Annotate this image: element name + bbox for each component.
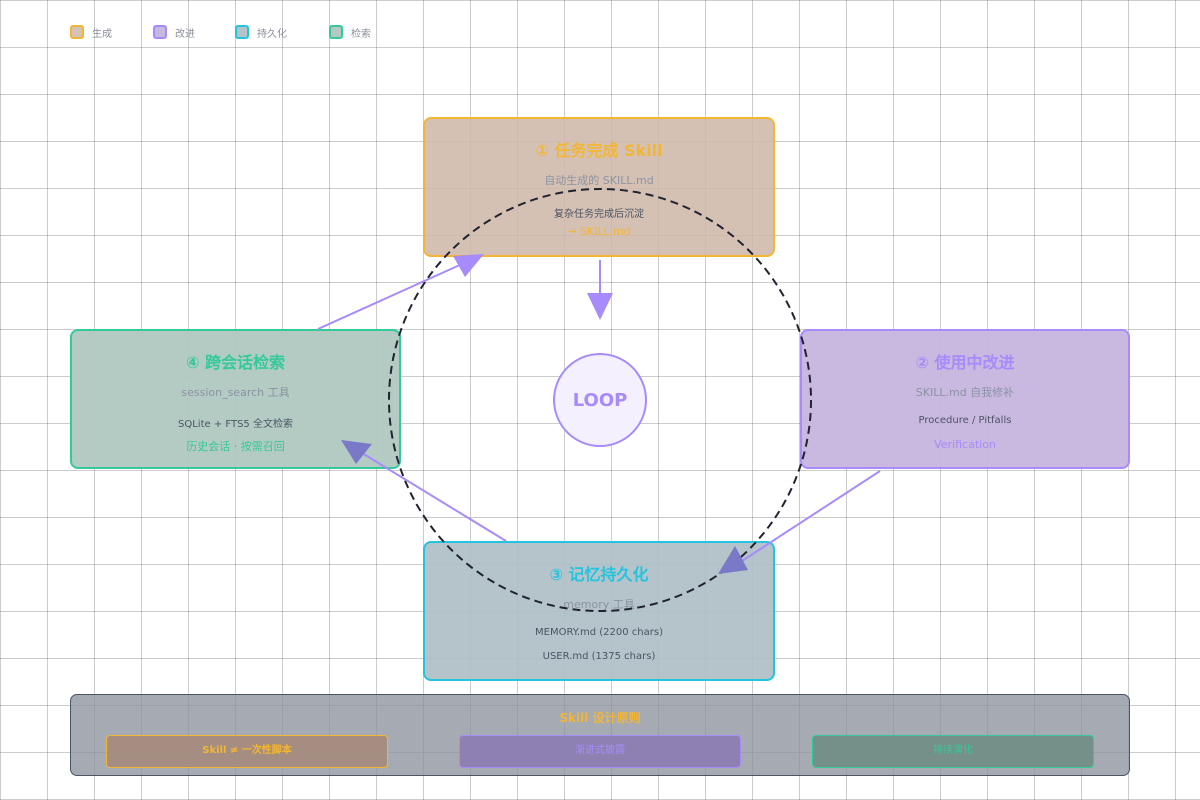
stage-subtitle: memory 工具 xyxy=(563,598,635,611)
legend-label-improve: 改进 xyxy=(175,28,195,40)
stage-title: ④ 跨会话检索 xyxy=(185,353,286,372)
loop-label: LOOP xyxy=(572,389,628,411)
legend-item-retrieve: 检索 xyxy=(329,22,371,42)
loop-center-node: LOOP xyxy=(553,353,647,447)
stage-output: Verification xyxy=(934,438,996,451)
principles-title: Skill 设计原则 xyxy=(559,711,641,725)
arrow-generate-to-improve xyxy=(587,260,613,320)
stage-title: ② 使用中改进 xyxy=(915,353,1015,372)
stage-title: ③ 记忆持久化 xyxy=(549,565,649,584)
stage-detail: 复杂任务完成后沉淀 xyxy=(554,209,644,220)
stage-skill-generation: ① 任务完成 Skill 自动生成的 SKILL.md 复杂任务完成后沉淀 → … xyxy=(423,117,775,257)
stage-memory-persistence: ③ 记忆持久化 memory 工具 MEMORY.md (2200 chars)… xyxy=(423,541,775,681)
arrow-retrieve-to-generate xyxy=(317,254,484,330)
stage-detail: Procedure / Pitfalls xyxy=(918,415,1012,426)
arrow-head xyxy=(587,293,613,320)
stage-skill-improvement: ② 使用中改进 SKILL.md 自我修补 Procedure / Pitfal… xyxy=(800,329,1130,469)
legend-item-improve: 改进 xyxy=(153,22,195,42)
stage-output: 历史会话 · 按需召回 xyxy=(186,440,285,453)
stage-subtitle: SKILL.md 自我修补 xyxy=(915,386,1015,399)
principle-chip-progressive-disclosure: 渐进式披露 xyxy=(459,735,741,768)
principle-chip-continuous-evolution: 持续演化 xyxy=(812,735,1094,768)
legend-label-retrieve: 检索 xyxy=(351,28,371,40)
principle-chip-not-one-off-script: Skill ≠ 一次性脚本 xyxy=(106,735,388,768)
stage-output: USER.md (1375 chars) xyxy=(542,651,656,662)
legend-swatch-retrieve xyxy=(329,25,343,39)
legend-label-persist: 持久化 xyxy=(257,28,287,40)
arrow-head xyxy=(453,254,484,277)
legend-swatch-persist xyxy=(235,25,249,39)
skill-principles-panel: Skill 设计原则 Skill ≠ 一次性脚本 渐进式披露 持续演化 xyxy=(70,694,1130,776)
stage-title: ① 任务完成 Skill xyxy=(535,141,663,160)
legend-swatch-generate xyxy=(70,25,84,39)
stage-detail: MEMORY.md (2200 chars) xyxy=(535,627,663,638)
legend-swatch-improve xyxy=(153,25,167,39)
legend-item-persist: 持久化 xyxy=(235,22,287,42)
stage-output: → SKILL.md xyxy=(567,225,631,238)
legend-label-generate: 生成 xyxy=(92,28,112,40)
stage-session-retrieval: ④ 跨会话检索 session_search 工具 SQLite + FTS5 … xyxy=(70,329,401,469)
stage-subtitle: session_search 工具 xyxy=(181,386,290,399)
legend-item-generate: 生成 xyxy=(70,22,112,42)
stage-subtitle: 自动生成的 SKILL.md xyxy=(544,174,654,187)
stage-detail: SQLite + FTS5 全文检索 xyxy=(178,419,293,430)
